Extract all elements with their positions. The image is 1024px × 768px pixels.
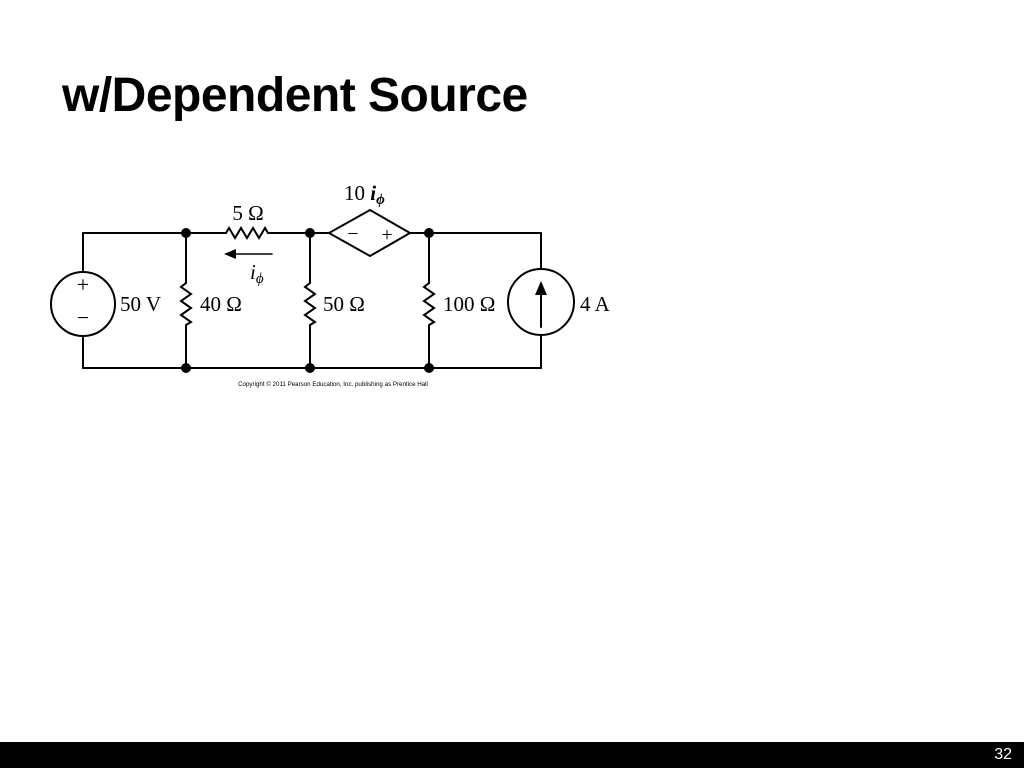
node-dot	[305, 363, 315, 373]
resistor-5-label: 5 Ω	[232, 201, 263, 225]
current-arrowhead	[224, 249, 236, 259]
dependent-source-minus: −	[347, 223, 358, 245]
resistor-50-label: 50 Ω	[323, 292, 365, 316]
dependent-source-symbol	[326, 208, 413, 258]
resistor-100-label: 100 Ω	[443, 292, 495, 316]
dependent-source-label: 10 iϕ	[344, 181, 385, 208]
node-dot	[181, 363, 191, 373]
voltage-source-minus: −	[77, 305, 89, 330]
node-dot	[424, 363, 434, 373]
node-dot	[181, 228, 191, 238]
node-dot	[424, 228, 434, 238]
current-label: iϕ	[250, 260, 264, 287]
current-source-symbol	[507, 268, 575, 336]
voltage-source-plus: +	[77, 272, 89, 297]
resistor-5-ohm	[225, 226, 269, 240]
current-source-arrowhead	[535, 281, 547, 295]
resistor-100-ohm	[422, 282, 436, 326]
footer-bar: 32	[0, 742, 1024, 768]
voltage-source-label: 50 V	[120, 292, 161, 316]
copyright-text: Copyright © 2011 Pearson Education, Inc.…	[238, 381, 428, 388]
dependent-source-plus: +	[381, 224, 392, 246]
resistor-40-ohm	[179, 282, 193, 326]
page-number: 32	[994, 746, 1012, 763]
resistor-40-label: 40 Ω	[200, 292, 242, 316]
resistor-50-ohm	[303, 282, 317, 326]
current-source-label: 4 A	[580, 292, 611, 316]
slide-title: w/Dependent Source	[62, 69, 528, 122]
node-dot	[305, 228, 315, 238]
voltage-source-symbol	[50, 271, 116, 337]
